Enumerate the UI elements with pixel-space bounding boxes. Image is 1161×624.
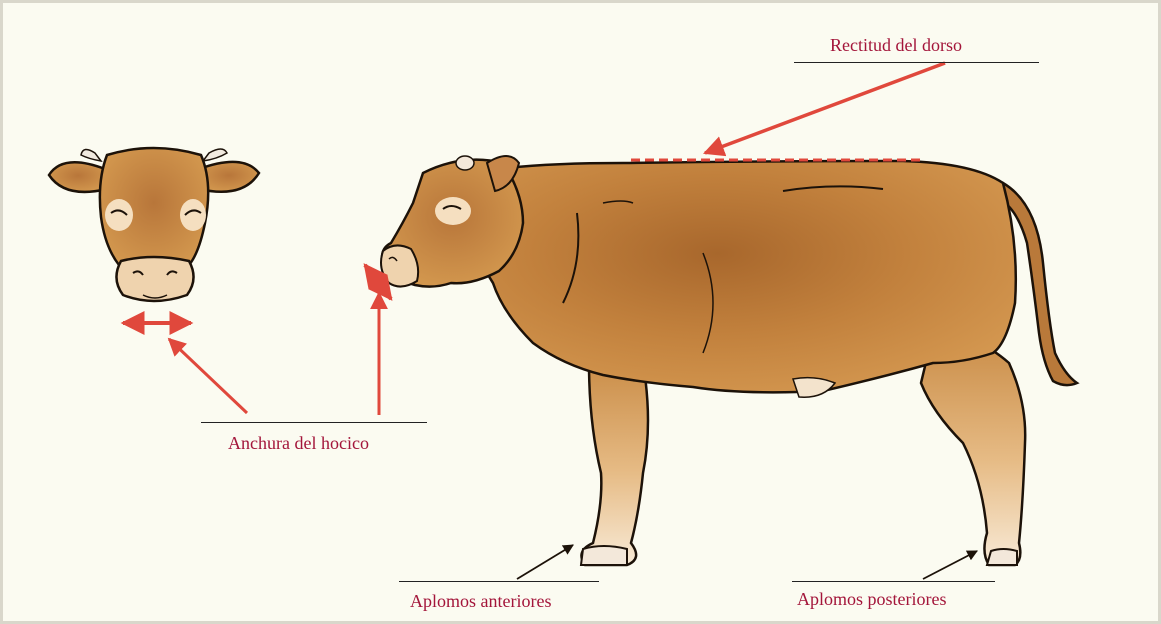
rule-muzzle-width — [201, 422, 427, 423]
label-muzzle-width: Anchura del hocico — [228, 433, 369, 454]
cow-front-head — [49, 148, 259, 301]
label-back-straightness: Rectitud del dorso — [830, 35, 962, 56]
label-hind-legs: Aplomos posteriores — [797, 589, 946, 610]
cow-side-body — [381, 156, 1077, 565]
rule-hind-legs — [792, 581, 995, 582]
rule-back-straightness — [794, 62, 1039, 63]
cow-illustration — [3, 3, 1161, 624]
label-front-legs: Aplomos anteriores — [410, 591, 551, 612]
rule-front-legs — [399, 581, 599, 582]
back-straightness-indicator — [631, 63, 945, 160]
